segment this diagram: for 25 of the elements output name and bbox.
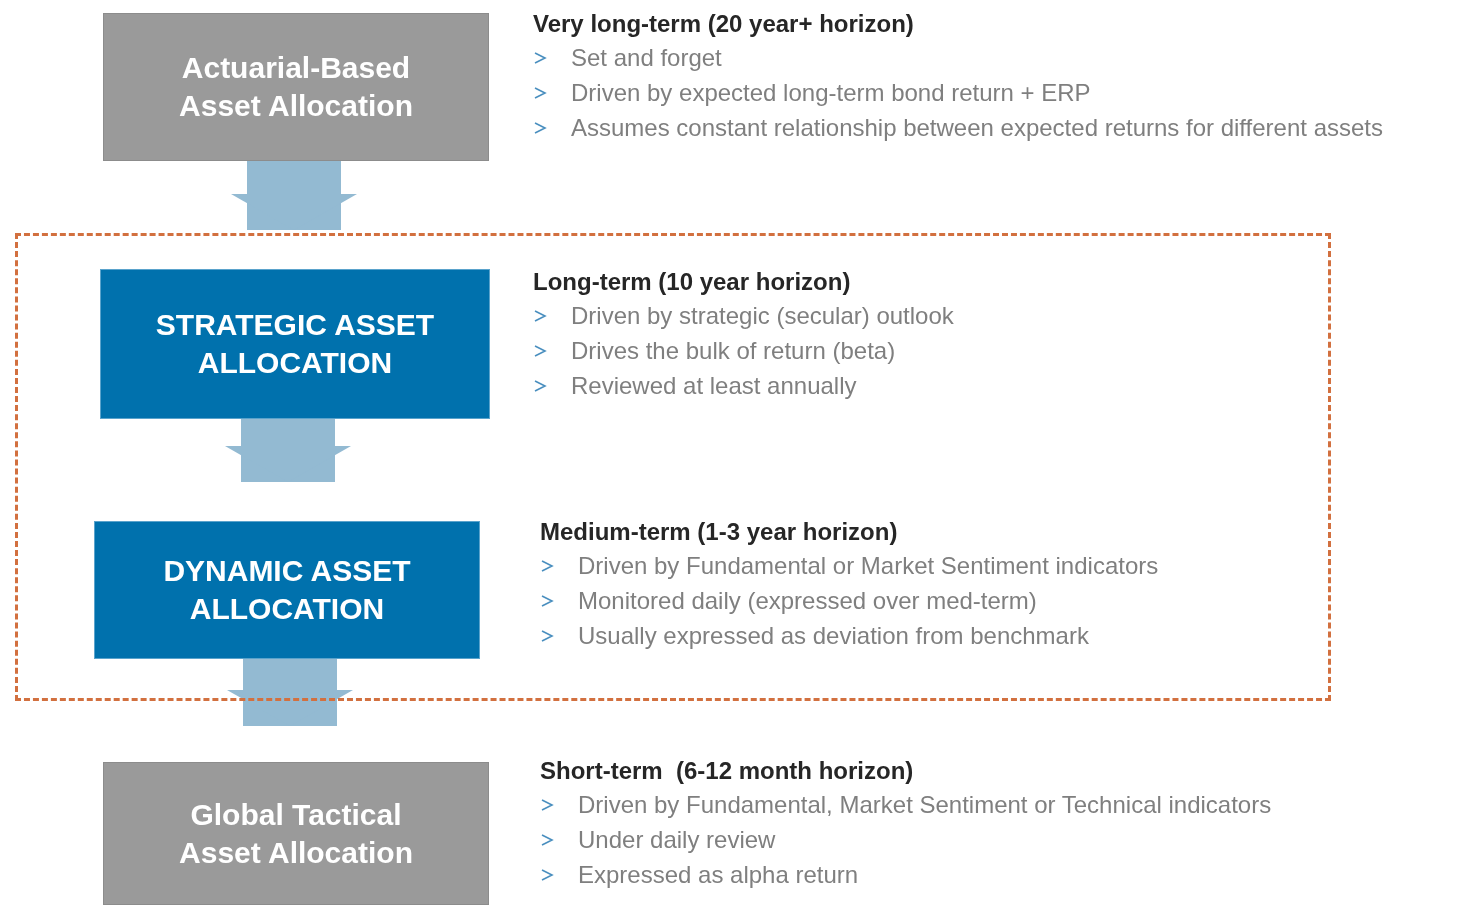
process-box [103, 762, 489, 905]
section-heading: Long-term (10 year horizon) [533, 267, 852, 297]
box-label: DYNAMIC ASSET ALLOCATION [162, 553, 412, 627]
section-heading: Short-term (6-12 month horizon) [540, 756, 915, 786]
bullet-text: Driven by Fundamental or Market Sentiment indicators [578, 551, 1159, 580]
box-label: Global Tactical Asset Allocation [178, 796, 414, 871]
bullet-text: Drives the bulk of return (beta) [571, 336, 896, 365]
section-heading: Medium-term (1-3 year horizon) [540, 517, 899, 547]
process-box [94, 521, 480, 659]
bullet-text: Assumes constant relationship between expected returns for different assets [571, 113, 1383, 142]
process-box [100, 269, 490, 419]
box-label: Actuarial-Based Asset Allocation [178, 50, 414, 124]
bullet-text: Set and forget [571, 43, 722, 72]
dashed-group-box [15, 233, 1331, 701]
section-heading: Very long-term (20 year+ horizon) [533, 9, 915, 39]
bullet-text: Monitored daily (expressed over med-term) [578, 586, 1037, 615]
process-box [103, 13, 489, 161]
box-label: STRATEGIC ASSET ALLOCATION [154, 307, 436, 381]
bullet-text: Driven by expected long-term bond return + ERP [571, 78, 1091, 107]
bullet-text: Usually expressed as deviation from benchmark [578, 621, 1089, 650]
bullet-text: Driven by Fundamental, Market Sentiment or Technical indicators [578, 790, 1272, 819]
bullet-text: Reviewed at least annually [571, 371, 857, 400]
bullet-text: Under daily review [578, 825, 776, 854]
bullet-text: Expressed as alpha return [578, 860, 859, 889]
bullet-text: Driven by strategic (secular) outlook [571, 301, 954, 330]
